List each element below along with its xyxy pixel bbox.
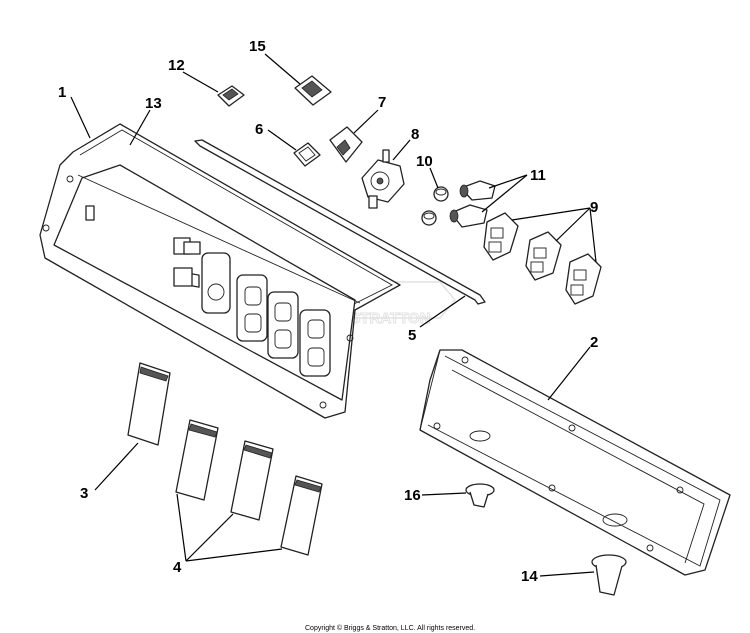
rear-housing [419,349,731,576]
switch-plate [293,142,321,167]
receptacles [483,212,602,305]
label-1: 1 [58,84,66,101]
rocker-switch [329,126,363,163]
circuit-breaker-module [294,75,332,106]
label-10: 10 [416,153,433,170]
rocker-switch-small [217,85,245,107]
grommet-large [591,554,627,596]
label-8: 8 [411,126,419,143]
label-14: 14 [521,568,538,585]
control-panel [39,123,401,419]
rod [194,139,486,305]
label-12: 12 [168,57,185,74]
label-15: 15 [249,38,266,55]
label-13: 13 [145,95,162,112]
label-9: 9 [590,199,598,216]
label-7: 7 [378,94,386,111]
leader-lines [70,53,597,577]
label-11: 11 [530,167,546,184]
outlet-covers [175,419,323,556]
label-16: 16 [404,487,421,504]
label-6: 6 [255,121,263,138]
fuse-holders [421,186,449,226]
label-3: 3 [80,485,88,502]
breakers [449,180,496,228]
outlet-cover [127,362,171,446]
label-2: 2 [590,334,598,351]
label-4: 4 [173,559,182,576]
idle-control-switch [361,149,405,209]
grommet-small [465,483,495,508]
label-5: 5 [408,327,416,344]
part-labels: 1 13 12 15 6 7 8 10 11 9 5 2 3 4 16 14 [58,38,598,585]
copyright-notice: Copyright © Briggs & Stratton, LLC. All … [305,624,475,632]
